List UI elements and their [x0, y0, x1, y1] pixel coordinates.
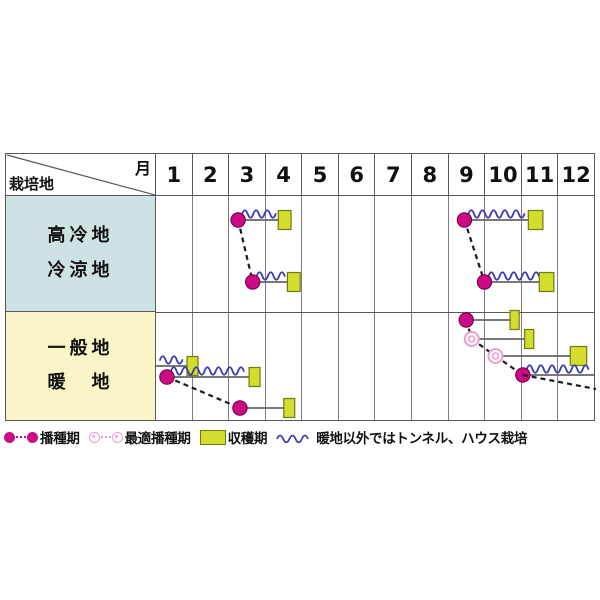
month-header-cell-3: 3	[229, 154, 266, 195]
grid-column-8	[412, 196, 449, 420]
grid-column-5	[302, 196, 339, 420]
legend-label-tunnel: 暖地以外ではトンネル、ハウス栽培	[316, 431, 528, 447]
zone-label-kourenchi: 高冷地	[47, 225, 114, 247]
grid-column-3	[229, 196, 266, 420]
month-axis-label: 月	[134, 159, 151, 178]
grid-column-12	[558, 196, 594, 420]
harvest-box-icon	[199, 429, 226, 445]
legend-item-optimal-sowing: 最適播種期	[88, 427, 191, 447]
optimal-dashed-link-icon	[100, 432, 112, 443]
grid-column-4	[266, 196, 303, 420]
grid-column-10	[485, 196, 522, 420]
legend-label-harvest: 収穫期	[227, 431, 268, 447]
month-header-cell-12: 12	[561, 162, 591, 187]
legend-item-harvest: 収穫期	[199, 427, 268, 447]
legend-item-sowing: 播種期	[4, 427, 80, 447]
corner-header-cell: 月 栽培地	[6, 154, 156, 196]
zone-cell-warm: 一般地 暖 地	[6, 312, 156, 420]
zone-label-ippanchi: 一般地	[47, 337, 114, 359]
zone-cell-cool: 高冷地 冷涼地	[6, 196, 156, 312]
legend-label-sowing: 播種期	[40, 431, 80, 447]
legend-label-optimal-sowing: 最適播種期	[124, 431, 191, 447]
sowing-dot-icon-2	[27, 431, 38, 443]
zone-label-reiryouchi: 冷涼地	[47, 259, 114, 281]
optimal-sowing-ring-icon-2	[111, 431, 123, 443]
tunnel-wave-icon	[276, 434, 309, 443]
chart-legend: 播種期 最適播種期 収穫期 暖地以外ではトンネル、ハウス栽培	[4, 424, 598, 450]
grid-column-2	[193, 196, 230, 420]
zone-label-column: 月 栽培地 高冷地 冷涼地 一般地 暖 地	[6, 154, 156, 420]
grid-column-9	[449, 196, 486, 420]
month-header-cell-8: 8	[412, 154, 449, 195]
month-header-cell-10: 10	[485, 154, 522, 195]
optimal-sowing-ring-icon	[88, 431, 100, 443]
month-header-cell-1: 1	[156, 154, 193, 195]
grid-column-7	[375, 196, 413, 420]
month-header-cell-4: 4	[266, 154, 303, 195]
grid-column-6	[339, 196, 376, 420]
zone-label-danchi: 暖 地	[47, 372, 114, 393]
grid-column-1	[156, 196, 193, 420]
grid-column-11	[522, 196, 559, 420]
month-header-cell-6: 6	[339, 154, 376, 195]
month-header-cell-7: 7	[375, 154, 413, 195]
month-header-cell-5: 5	[302, 154, 339, 195]
sowing-dot-icon	[4, 431, 15, 443]
legend-item-tunnel: 暖地以外ではトンネル、ハウス栽培	[276, 427, 527, 447]
month-header-cell-2: 2	[193, 154, 230, 195]
month-header-cell-9: 9	[449, 154, 486, 195]
month-header-cell-11: 11	[522, 154, 559, 195]
calendar-grid-body	[156, 196, 594, 420]
sowing-dashed-link-icon	[15, 432, 27, 443]
zone-row-divider	[156, 312, 594, 313]
place-axis-label: 栽培地	[9, 175, 55, 193]
